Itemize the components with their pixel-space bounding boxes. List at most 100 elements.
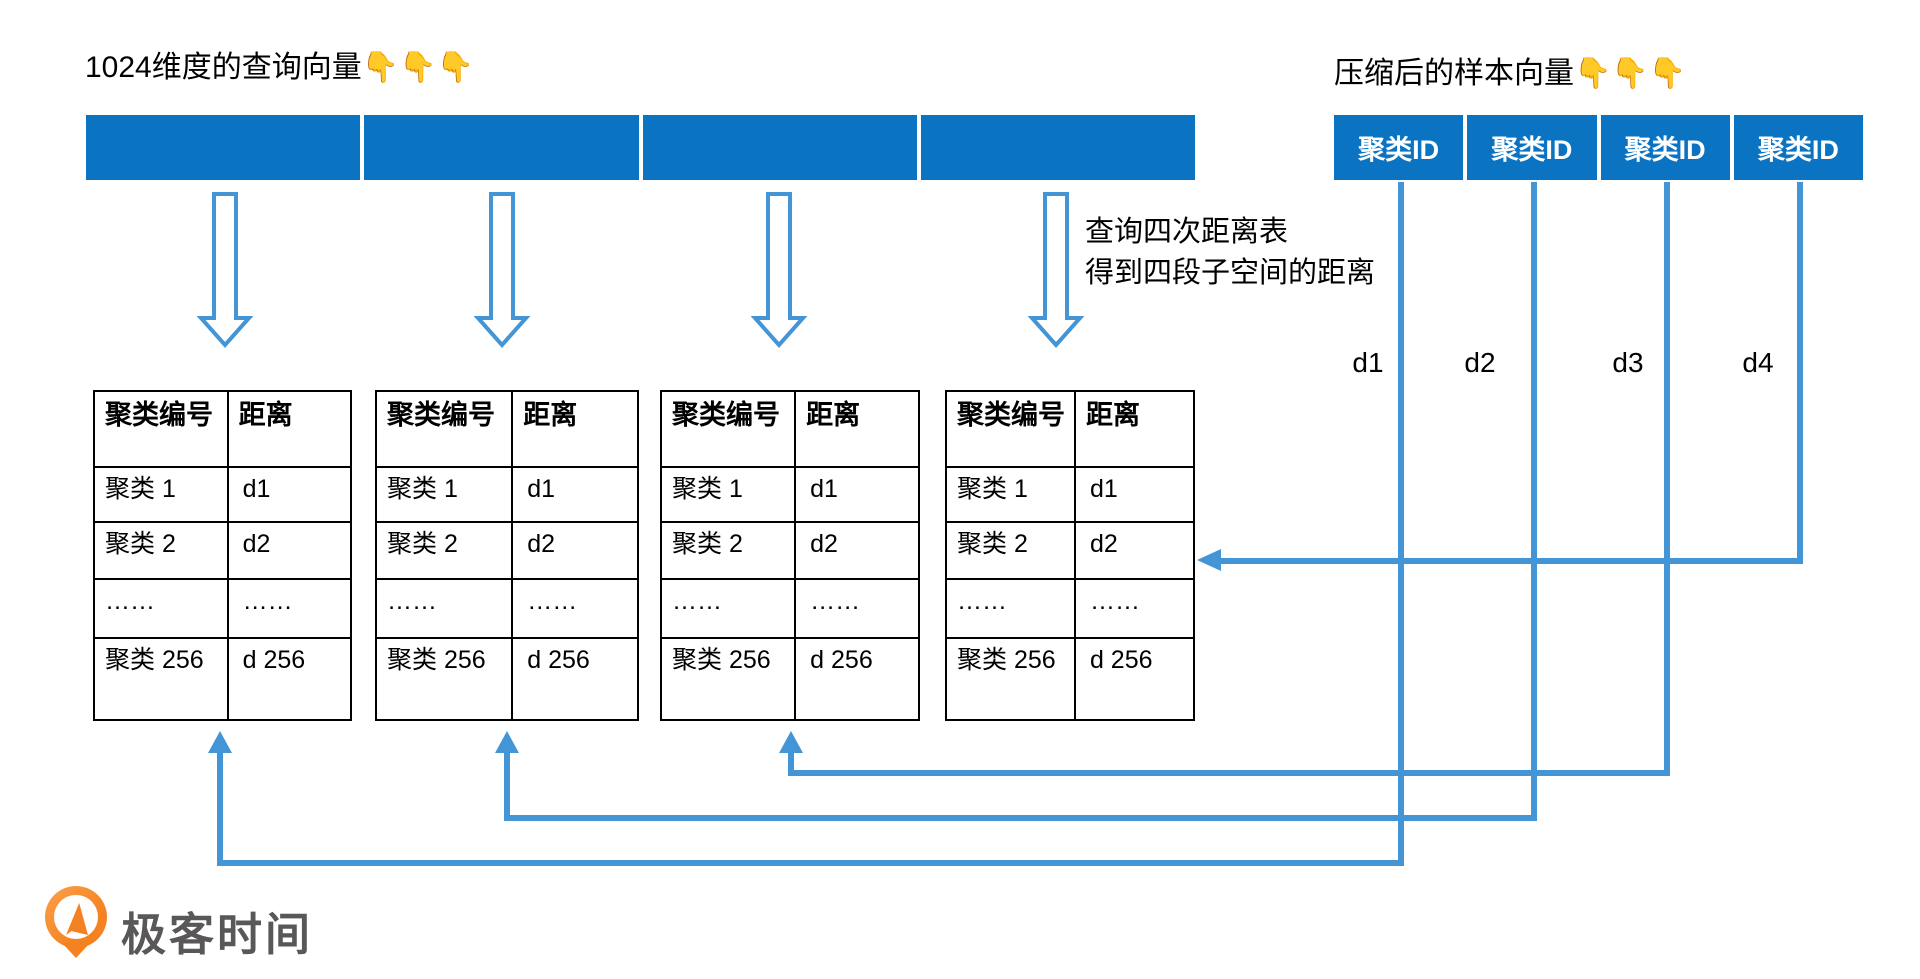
annotation-text: 查询四次距离表 得到四段子空间的距离 (1085, 212, 1375, 294)
table-header-cell: 距离 (226, 390, 353, 468)
table-cell: 聚类 1 (374, 466, 514, 523)
connector-riser-2 (504, 750, 510, 821)
table-header-row: 聚类编号 距离 (93, 390, 353, 468)
table-row: 聚类 1 d1 (945, 466, 1196, 523)
table-header-cell: 距离 (511, 390, 639, 468)
table-cell: 聚类 256 (659, 637, 797, 721)
connector-line-col4 (1797, 182, 1803, 564)
table-row: 聚类 256 d 256 (374, 637, 639, 721)
table-cell: d 256 (226, 637, 353, 721)
table-cell: d 256 (511, 637, 639, 721)
distance-label-d1: d1 (1352, 347, 1384, 378)
table-cell: …… (226, 578, 353, 639)
table-header-cell: 聚类编号 (374, 390, 514, 468)
table-row: …… …… (374, 578, 639, 639)
table-header-cell: 聚类编号 (659, 390, 797, 468)
table-row: 聚类 256 d 256 (93, 637, 353, 721)
table-cell: 聚类 2 (945, 521, 1076, 580)
table-cell: d2 (794, 521, 920, 580)
distance-label-d2: d2 (1464, 347, 1496, 378)
connector-line-col3 (1664, 182, 1670, 776)
sample-vector-title: 压缩后的样本向量👇👇👇 (1334, 57, 1687, 90)
down-arrow-icon (1028, 192, 1084, 348)
table-cell: 聚类 2 (659, 521, 797, 580)
table-header-cell: 聚类编号 (93, 390, 229, 468)
table-cell: …… (511, 578, 639, 639)
table-row: 聚类 256 d 256 (659, 637, 920, 721)
table-header-cell: 聚类编号 (945, 390, 1076, 468)
table-cell: 聚类 256 (93, 637, 229, 721)
compressed-sample-vector-bar: 聚类ID 聚类ID 聚类ID 聚类ID (1334, 115, 1863, 180)
connector-line-horizontal-3 (791, 770, 1670, 776)
connector-line-horizontal-2 (507, 815, 1537, 821)
table-row: 聚类 256 d 256 (945, 637, 1196, 721)
query-vector-segment (364, 115, 639, 180)
cluster-id-cell: 聚类ID (1467, 115, 1597, 180)
down-arrow-icon (474, 192, 530, 348)
connector-line-col1 (1398, 182, 1404, 866)
arrowhead-up-icon (495, 731, 519, 753)
table-cell: …… (659, 578, 797, 639)
table-cell: 聚类 1 (93, 466, 229, 523)
table-cell: 聚类 2 (93, 521, 229, 580)
table-cell: …… (93, 578, 229, 639)
down-arrow-icon (197, 192, 253, 348)
table-row: 聚类 2 d2 (374, 521, 639, 580)
distance-label-d3: d3 (1612, 347, 1644, 378)
table-cell: 聚类 1 (659, 466, 797, 523)
table-cell: …… (794, 578, 920, 639)
geektime-logo-icon (45, 886, 107, 964)
table-row: …… …… (659, 578, 920, 639)
table-cell: 聚类 2 (374, 521, 514, 580)
cluster-id-cell: 聚类ID (1600, 115, 1730, 180)
connector-riser-3 (788, 750, 794, 776)
connector-line-col2 (1531, 182, 1537, 821)
down-arrow-icon (751, 192, 807, 348)
table-row: …… …… (93, 578, 353, 639)
distance-table-4: 聚类编号 距离 聚类 1 d1 聚类 2 d2 …… …… 聚类 256 d 2… (945, 390, 1196, 721)
table-row: 聚类 1 d1 (374, 466, 639, 523)
table-cell: d 256 (1073, 637, 1196, 721)
table-header-row: 聚类编号 距离 (659, 390, 920, 468)
table-cell: …… (945, 578, 1076, 639)
table-cell: d2 (1073, 521, 1196, 580)
cluster-id-cell: 聚类ID (1733, 115, 1863, 180)
table-header-cell: 距离 (794, 390, 920, 468)
query-vector-segment (86, 115, 361, 180)
table-cell: 聚类 1 (945, 466, 1076, 523)
connector-line-horizontal-1 (220, 860, 1404, 866)
annotation-line-1: 查询四次距离表 (1085, 216, 1289, 248)
query-vector-title: 1024维度的查询向量👇👇👇 (85, 51, 474, 84)
distance-table-3: 聚类编号 距离 聚类 1 d1 聚类 2 d2 …… …… 聚类 256 d 2… (659, 390, 920, 721)
table-row: …… …… (945, 578, 1196, 639)
table-cell: 聚类 256 (945, 637, 1076, 721)
cluster-id-cell: 聚类ID (1334, 115, 1464, 180)
connector-riser-1 (217, 750, 223, 866)
arrowhead-up-icon (208, 731, 232, 753)
table-header-row: 聚类编号 距离 (374, 390, 639, 468)
geektime-logo: 极客时间 (45, 886, 313, 964)
table-cell: …… (1073, 578, 1196, 639)
query-vector-segment (920, 115, 1195, 180)
table-cell: d1 (226, 466, 353, 523)
annotation-line-2: 得到四段子空间的距离 (1085, 257, 1376, 289)
query-vector-bar (86, 115, 1195, 180)
query-vector-segment (642, 115, 917, 180)
table-row: 聚类 2 d2 (93, 521, 353, 580)
table-cell: d2 (511, 521, 639, 580)
table-cell: d1 (1073, 466, 1196, 523)
table-cell: d 256 (794, 637, 920, 721)
geektime-logo-text: 极客时间 (121, 909, 314, 960)
arrowhead-left-icon (1197, 549, 1221, 571)
table-cell: 聚类 256 (374, 637, 514, 721)
connector-line-horizontal-4 (1218, 558, 1803, 564)
table-cell: d1 (511, 466, 639, 523)
table-row: 聚类 1 d1 (659, 466, 920, 523)
arrowhead-up-icon (779, 731, 803, 753)
table-row: 聚类 1 d1 (93, 466, 353, 523)
table-row: 聚类 2 d2 (659, 521, 920, 580)
table-row: 聚类 2 d2 (945, 521, 1196, 580)
table-cell: …… (374, 578, 514, 639)
distance-label-d4: d4 (1742, 347, 1774, 378)
